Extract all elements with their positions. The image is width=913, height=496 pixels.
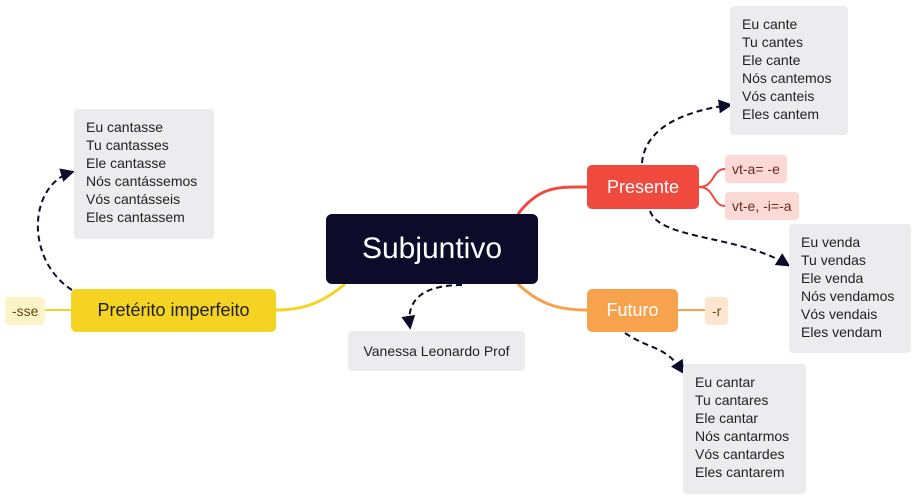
conjugation-line: Eu cantar: [695, 374, 755, 390]
arrow-preterito-group: [36, 168, 75, 291]
conjugation-line: Vós vendais: [801, 306, 878, 322]
conjugation-line: Eu venda: [801, 234, 861, 250]
conjugation-line: Tu cantasses: [86, 137, 169, 153]
branch-presente[interactable]: Presente: [587, 165, 699, 209]
conjugation-line: Ele cantasse: [86, 155, 167, 171]
conjugation-line: Eu cante: [742, 16, 798, 32]
author-note[interactable]: Vanessa Leonardo Prof: [348, 331, 525, 371]
conjugation-line: Tu vendas: [801, 252, 866, 268]
branch-preterito-imperfeito[interactable]: Pretérito imperfeito: [71, 289, 276, 332]
tag-preterito-rule[interactable]: -sse: [5, 297, 46, 325]
conjugation-line: Eu cantasse: [86, 119, 164, 135]
link-futuro: [516, 282, 588, 312]
conjugation-line: Ele cantar: [695, 410, 759, 426]
conjugation-line: Tu cantares: [695, 392, 769, 408]
conjugation-line: Eles vendam: [801, 324, 882, 340]
conjugation-line: Nós cantássemos: [86, 173, 198, 189]
arrow-futuro-group: [624, 332, 685, 375]
link-presente: [516, 185, 588, 215]
conjugation-line: Vós cantardes: [695, 446, 785, 462]
arrow-presente-group2: [649, 210, 791, 267]
conjugation-line: Nós cantemos: [742, 70, 832, 86]
conjugation-line: Eles cantassem: [86, 209, 185, 225]
conjugation-line: Nós cantarmos: [695, 428, 790, 444]
central-topic[interactable]: Subjuntivo: [326, 214, 538, 284]
conjugation-line: Eles cantem: [742, 106, 820, 122]
card-futuro-cantar[interactable]: Eu cantar Tu cantares Ele cantar Nós can…: [683, 364, 806, 494]
tag-futuro-rule[interactable]: -r: [705, 297, 729, 325]
tag-presente-rule-2[interactable]: vt-e, -i=-a: [725, 192, 799, 220]
card-presente-cantar[interactable]: Eu cante Tu cantes Ele cante Nós cantemo…: [730, 6, 848, 135]
card-presente-vender[interactable]: Eu venda Tu vendas Ele venda Nós vendamo…: [789, 224, 911, 353]
link-preterito: [275, 282, 346, 312]
card-preterito-cantar[interactable]: Eu cantasse Tu cantasses Ele cantasse Nó…: [74, 109, 214, 239]
conjugation-line: Nós vendamos: [801, 288, 895, 304]
tag-presente-rule-1[interactable]: vt-a= -e: [725, 155, 787, 183]
arrow-author: [401, 284, 463, 330]
link-presente-tags: [698, 168, 726, 207]
conjugation-line: Eles cantarem: [695, 464, 785, 480]
conjugation-line: Vós cantásseis: [86, 191, 181, 207]
conjugation-line: Tu cantes: [742, 34, 803, 50]
conjugation-line: Ele venda: [801, 270, 864, 286]
conjugation-line: Ele cante: [742, 52, 801, 68]
branch-futuro[interactable]: Futuro: [587, 289, 678, 332]
conjugation-line: Vós canteis: [742, 88, 815, 104]
arrow-presente-group1: [641, 99, 733, 164]
